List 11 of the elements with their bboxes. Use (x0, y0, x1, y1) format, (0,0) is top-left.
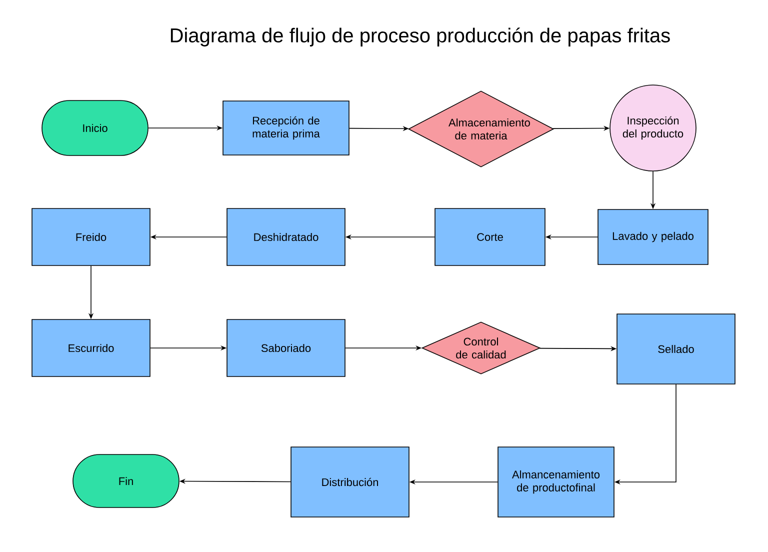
process-box: Recepción de materia prima (222, 100, 350, 156)
process-box: Corte (434, 208, 546, 266)
process-box: Escurrido (32, 319, 150, 377)
process-box: Sellado (616, 314, 736, 384)
process-box: Lavado y pelado (598, 209, 708, 265)
process-box: Almancenamiento de productofinal (498, 446, 614, 518)
process-box: Deshidratado (226, 208, 346, 266)
process-box: Freido (32, 208, 150, 266)
process-box: Distribución (290, 446, 410, 518)
process-box: Saboriado (226, 319, 346, 377)
title: Diagrama de flujo de proceso producción de papas fritas (170, 28, 670, 46)
